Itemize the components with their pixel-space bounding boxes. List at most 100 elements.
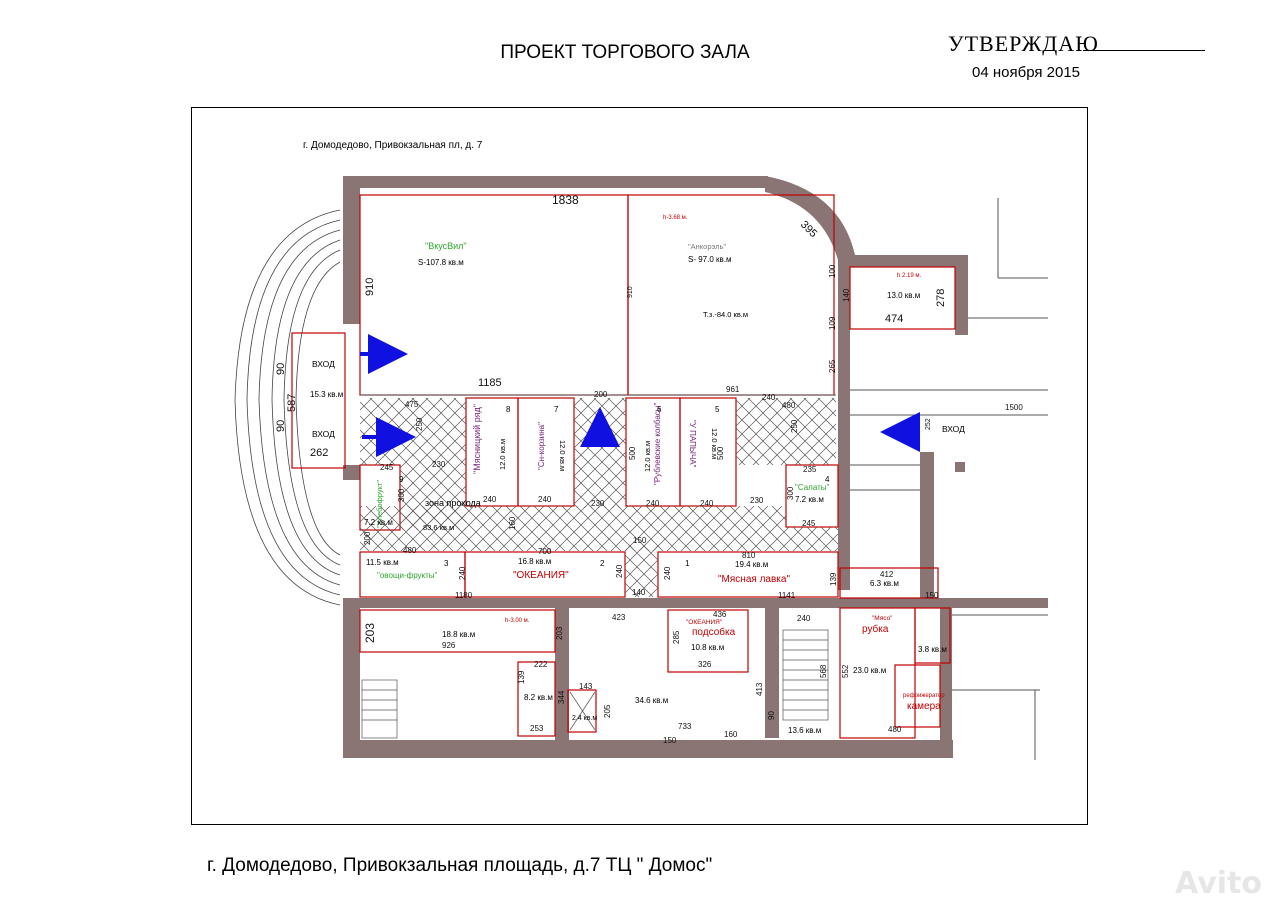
dim-label: 240 [700, 499, 714, 508]
tenant-area: S- 97.0 кв.м [688, 255, 732, 264]
dim-label: 150 [633, 536, 647, 545]
tenant-name: "Салаты" [795, 483, 830, 492]
tenant-name: "ОКЕАНИЯ" [513, 570, 569, 581]
room-area: 13.0 кв.м [887, 291, 920, 300]
signature-line [1083, 50, 1205, 51]
dim-label: 395 [798, 219, 819, 240]
tenant-name: "Мясницкий ряд" [472, 404, 482, 474]
dim-label: 240 [615, 564, 624, 578]
tenant-area: 12.0 кв.м [558, 440, 567, 471]
tenant-name: "ВкусВил" [425, 241, 467, 251]
dim-label: 700 [538, 547, 552, 556]
dim-label: 240 [762, 393, 776, 402]
dim-label: 245 [380, 463, 394, 472]
dim-label: 500 [716, 446, 725, 460]
tenant-num: 7 [554, 405, 559, 414]
dim-label: 230 [750, 496, 764, 505]
entrance-arrows [360, 334, 920, 457]
footer-address: г. Домодедово, Привокзальная площадь, д.… [207, 855, 713, 876]
dim-label: 200 [594, 390, 608, 399]
tenant-area: S-107.8 кв.м [418, 258, 464, 267]
tenant-num: 9 [399, 475, 404, 484]
dim-label: 480 [403, 546, 417, 555]
dim-label: 300 [786, 486, 795, 500]
avito-watermark: Avito [1175, 866, 1262, 901]
dim-label: 475 [405, 400, 419, 409]
dim-label: 1141 [778, 591, 796, 600]
tenant-area: 12.0 кв.м [643, 441, 652, 472]
tenant-area-extra: Т.з.-84.0 кв.м [703, 310, 748, 319]
room-area: 3.8 кв.м [918, 645, 947, 654]
tenant-num: 6 [657, 405, 662, 414]
room-rubka: рубка [862, 623, 889, 635]
dim-label: 203 [555, 626, 564, 640]
entrance-stairs [234, 209, 341, 606]
dim-label: 205 [603, 704, 612, 718]
dim-label: 240 [646, 499, 660, 508]
tenant-num: 2 [600, 559, 605, 568]
room-area: 34.6 кв.м [635, 696, 668, 705]
dim-label: 150 [663, 736, 677, 745]
dim-label: 265 [828, 359, 837, 373]
room-area: 10.8 кв.м [691, 643, 724, 652]
dim-label: 143 [579, 682, 593, 691]
plan-address-top: г. Домодедово, Привокзальная пл, д. 7 [303, 140, 483, 151]
dim-label: 139 [517, 670, 526, 684]
tenant-area: 11.5 кв.м [366, 558, 399, 567]
dim-label: 568 [819, 664, 828, 678]
internal-stairs [361, 629, 829, 739]
dim-label: 412 [880, 570, 894, 579]
room-area: 8.2 кв.м [524, 693, 553, 702]
dim-label: 733 [678, 722, 692, 731]
tenant-num: 3 [444, 559, 449, 568]
entrance-label: ВХОД [312, 429, 335, 439]
tenant-num: 8 [506, 405, 511, 414]
outer-walls [343, 176, 1048, 758]
dim-label: 240 [483, 495, 497, 504]
dim-label: 222 [534, 660, 548, 669]
tenant-num: 1 [685, 559, 690, 568]
tenant-num: 4 [825, 475, 830, 484]
tenant-area: 19.4 кв.м [735, 560, 768, 569]
room-podsobka: подсобка [692, 626, 736, 638]
tenant-area: 12.0 кв.м [710, 428, 719, 459]
dim-label: 139 [829, 572, 838, 586]
dim-label: 1838 [552, 193, 579, 207]
room-rubka-note: "Мясо" [872, 615, 893, 622]
dim-label: 150 [925, 591, 939, 600]
dim-label: 100 [828, 264, 837, 278]
tenant-area: 7.2 кв.м [795, 495, 824, 504]
dim-label: 262 [310, 447, 328, 459]
dim-label: 240 [458, 566, 467, 580]
dim-label: 140 [632, 588, 646, 597]
dim-label: 300 [397, 488, 406, 502]
dim-label: 235 [803, 465, 817, 474]
dim-label: 240 [797, 614, 811, 623]
approval-stamp: УТВЕРЖДАЮ [948, 31, 1099, 56]
dim-label: 252 [925, 418, 932, 430]
dim-label: 961 [726, 385, 740, 394]
dim-label: 90 [275, 420, 287, 432]
dim-label: 230 [432, 460, 446, 469]
dim-label: 200 [363, 531, 372, 545]
dim-label: 926 [442, 641, 456, 650]
zone-label: зона прохода [425, 498, 481, 508]
approval-date: 04 ноября 2015 [972, 64, 1081, 81]
dim-label: 326 [698, 660, 712, 669]
dim-label: 1180 [455, 591, 473, 600]
room-area: 23.0 кв.м [853, 666, 886, 675]
dim-label: 90 [767, 711, 776, 720]
tenant-name: "Мясная лавка" [718, 574, 790, 585]
drawing-frame [191, 107, 1088, 825]
dim-label: 285 [672, 630, 681, 644]
height-label: h-3.00 м. [505, 618, 530, 624]
dim-label: 230 [591, 499, 605, 508]
height-label: h 2.19 м. [897, 273, 921, 279]
dim-label: 203 [363, 623, 377, 643]
tenant-area: 16.8 кв.м [518, 557, 551, 566]
page-title: ПРОЕКТ ТОРГОВОГО ЗАЛА [500, 42, 750, 63]
tenant-name: "Рублевские колбасы" [653, 402, 662, 485]
dim-label: 160 [724, 730, 738, 739]
dim-label: 587 [286, 394, 298, 412]
